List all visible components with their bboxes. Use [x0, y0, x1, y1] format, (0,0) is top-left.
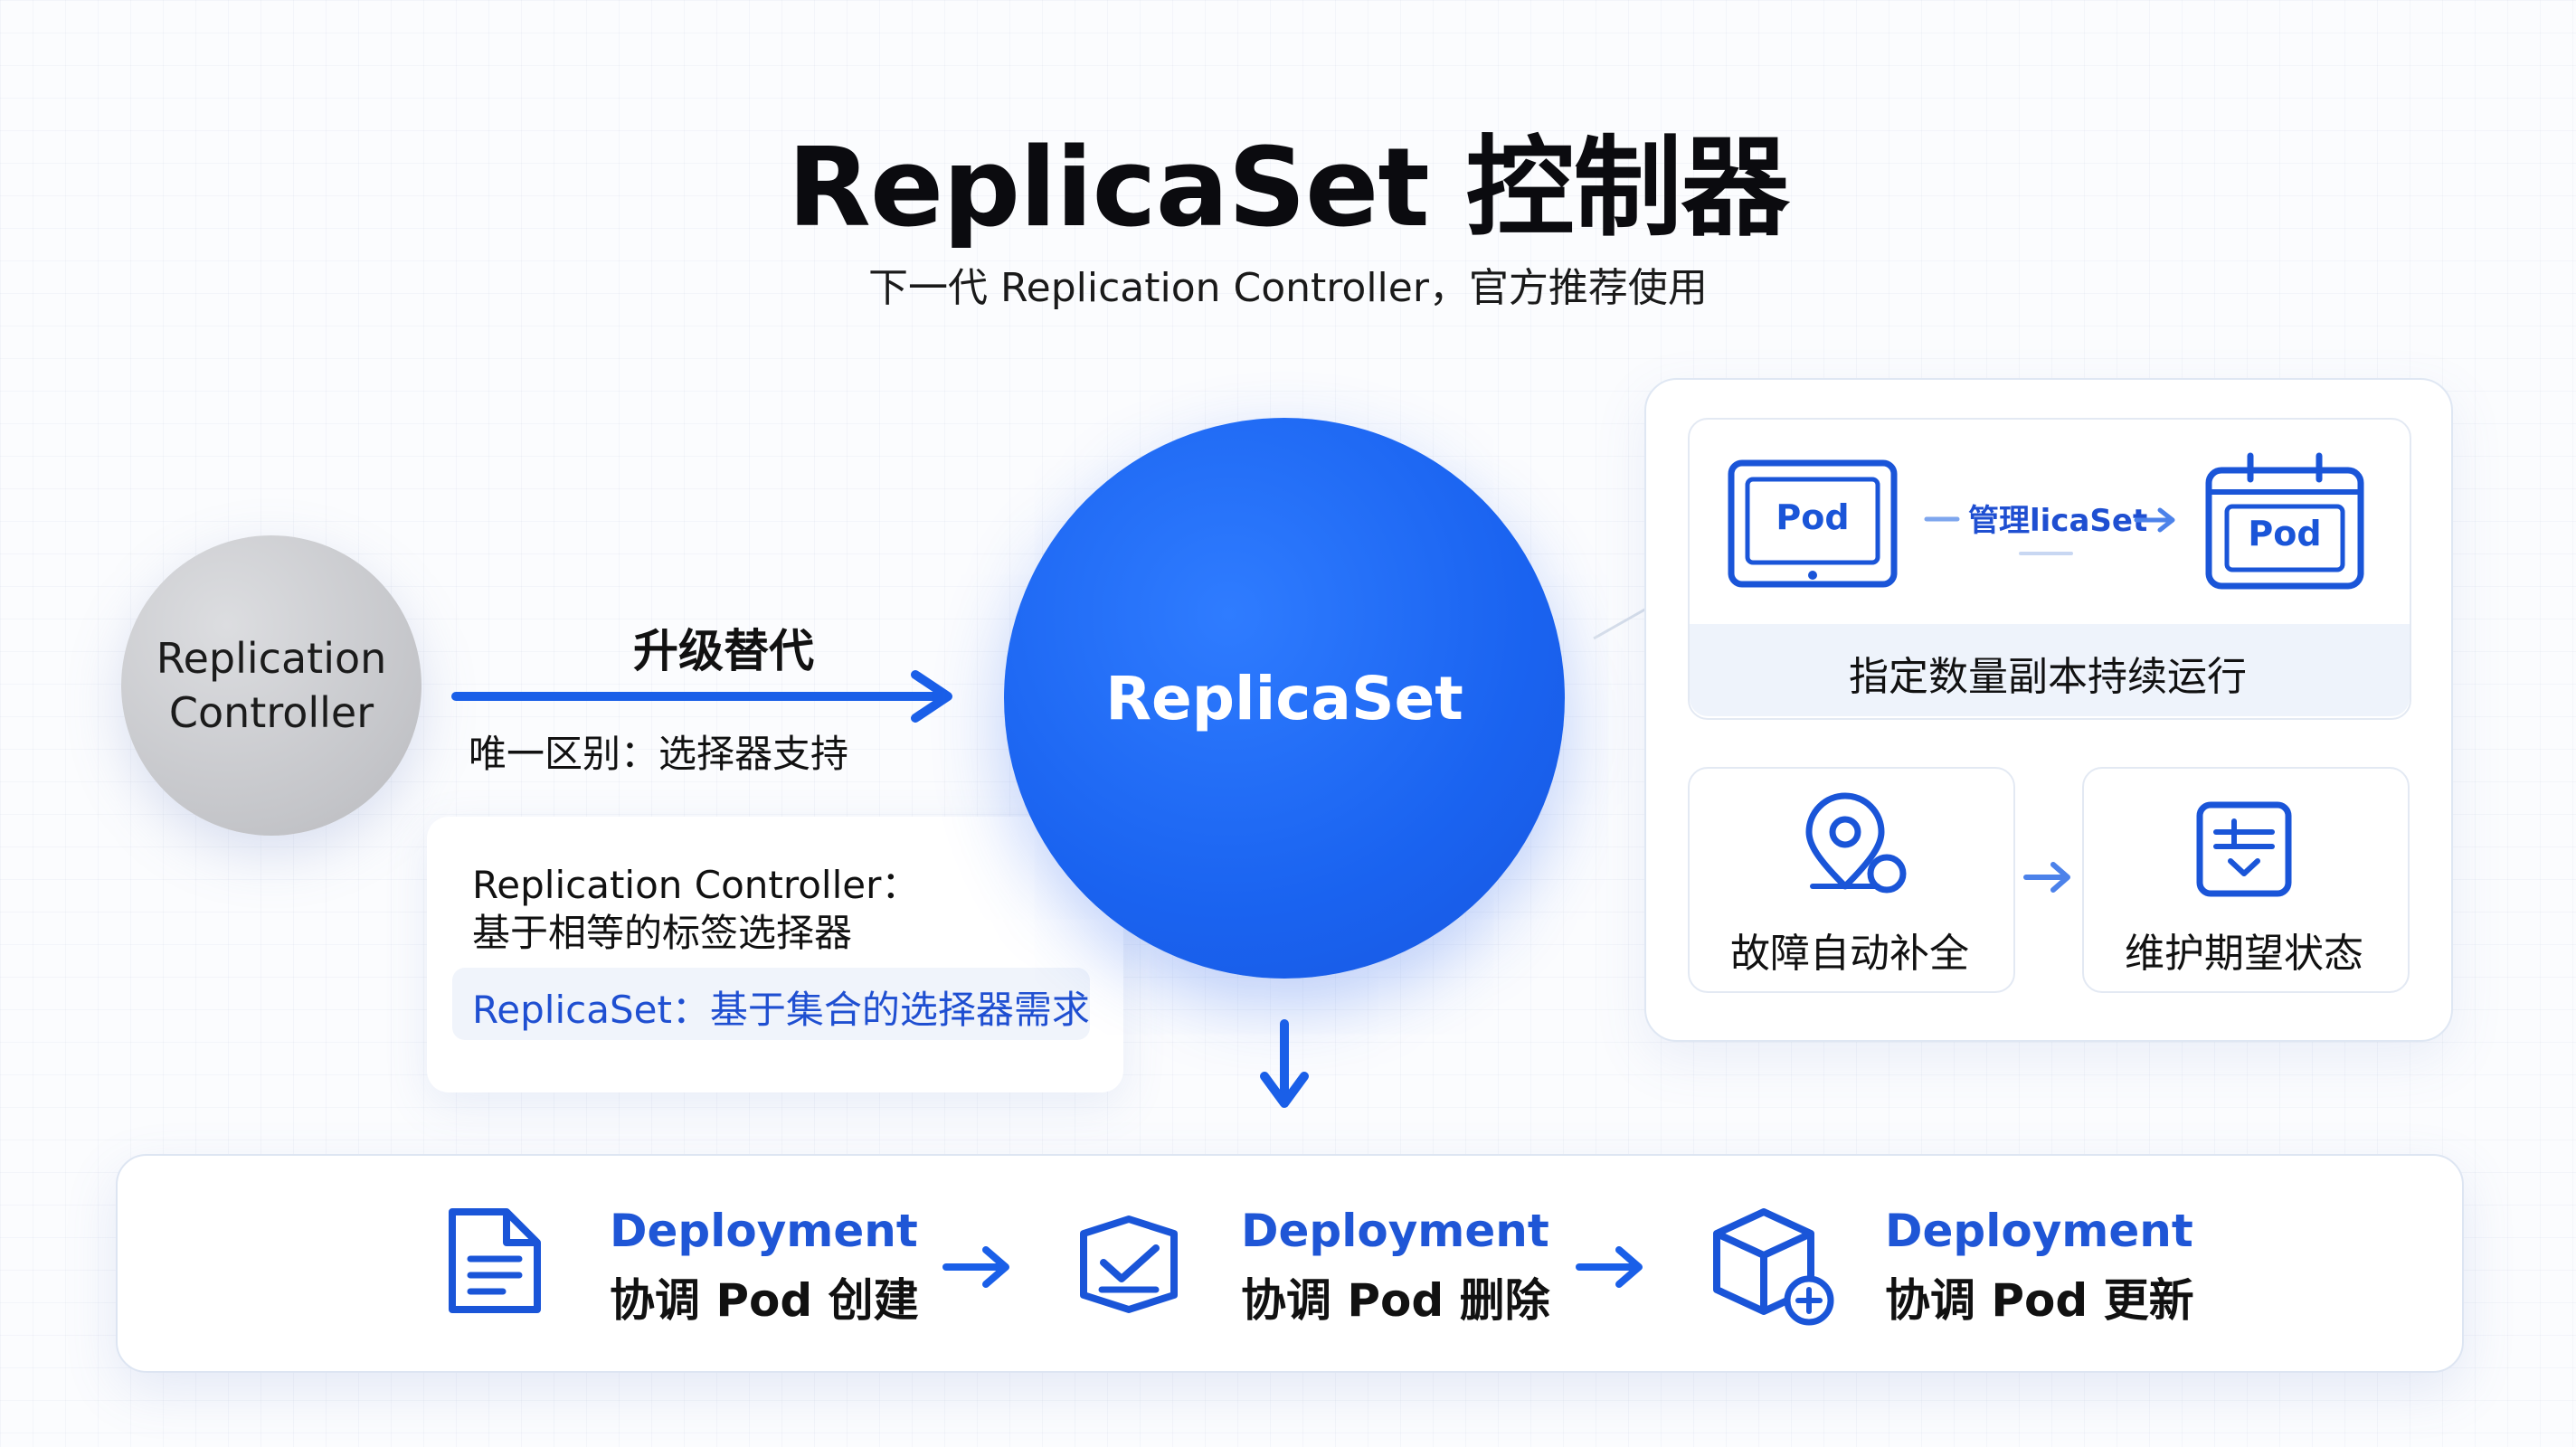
upgrade-arrow: [451, 670, 952, 723]
pod-card-footer: [1690, 624, 2410, 716]
rs-selector-highlight: [452, 968, 1090, 1040]
pod-monitor-icon: [1728, 459, 1898, 588]
replicas-running-text: 指定数量副本持续运行: [1849, 654, 2247, 700]
package-update-icon: [1713, 1208, 1834, 1326]
location-pin-icon: [1805, 792, 1907, 894]
deployment-update-title: Deployment: [1885, 1205, 2193, 1257]
manage-label: 管理licaSet: [1968, 503, 2148, 539]
cards-arrow: [2023, 862, 2070, 893]
rc-label-line2: Controller: [168, 688, 374, 737]
down-arrow: [1260, 1019, 1309, 1108]
auto-recovery-label: 故障自动补全: [1730, 931, 1969, 977]
replicaset-node: ReplicaSet: [1004, 418, 1565, 979]
desired-state-icon: [2196, 801, 2292, 897]
panel-connector-line: [1593, 606, 1649, 640]
rc-selector-title: Replication Controller：: [472, 863, 920, 907]
deployment-delete-sub: 协调 Pod 删除: [1241, 1274, 1550, 1327]
upgrade-label: 升级替代: [633, 625, 814, 677]
flow-arrow-1: [942, 1246, 1009, 1288]
manage-arrow: [1924, 516, 2073, 555]
pod-left-label: Pod: [1776, 497, 1850, 537]
check-message-icon: [1080, 1215, 1178, 1313]
rs-selector-desc: ReplicaSet：基于集合的选择器需求: [472, 988, 1090, 1032]
page-title: ReplicaSet 控制器: [787, 126, 1789, 251]
deployment-create-sub: 协调 Pod 创建: [610, 1274, 919, 1327]
replication-controller-node: Replication Controller: [121, 535, 421, 836]
deployment-delete-title: Deployment: [1241, 1205, 1549, 1257]
manage-arrow-head: [2134, 507, 2175, 533]
deployment-create-title: Deployment: [610, 1205, 918, 1257]
rc-selector-desc: 基于相等的标签选择器: [472, 911, 853, 955]
flow-arrow-2: [1576, 1246, 1643, 1288]
replicaset-label: ReplicaSet: [1105, 663, 1463, 733]
deployment-update-sub: 协调 Pod 更新: [1885, 1274, 2194, 1327]
rc-label-line1: Replication: [156, 634, 387, 683]
selector-info-card: [427, 817, 1123, 1092]
document-icon: [449, 1208, 541, 1313]
desired-state-label: 维护期望状态: [2125, 931, 2363, 977]
pod-right-label: Pod: [2248, 514, 2322, 553]
page-subtitle: 下一代 Replication Controller，官方推荐使用: [868, 265, 1708, 311]
difference-label: 唯一区别：选择器支持: [469, 732, 849, 776]
pod-calendar-icon: [2205, 452, 2364, 590]
